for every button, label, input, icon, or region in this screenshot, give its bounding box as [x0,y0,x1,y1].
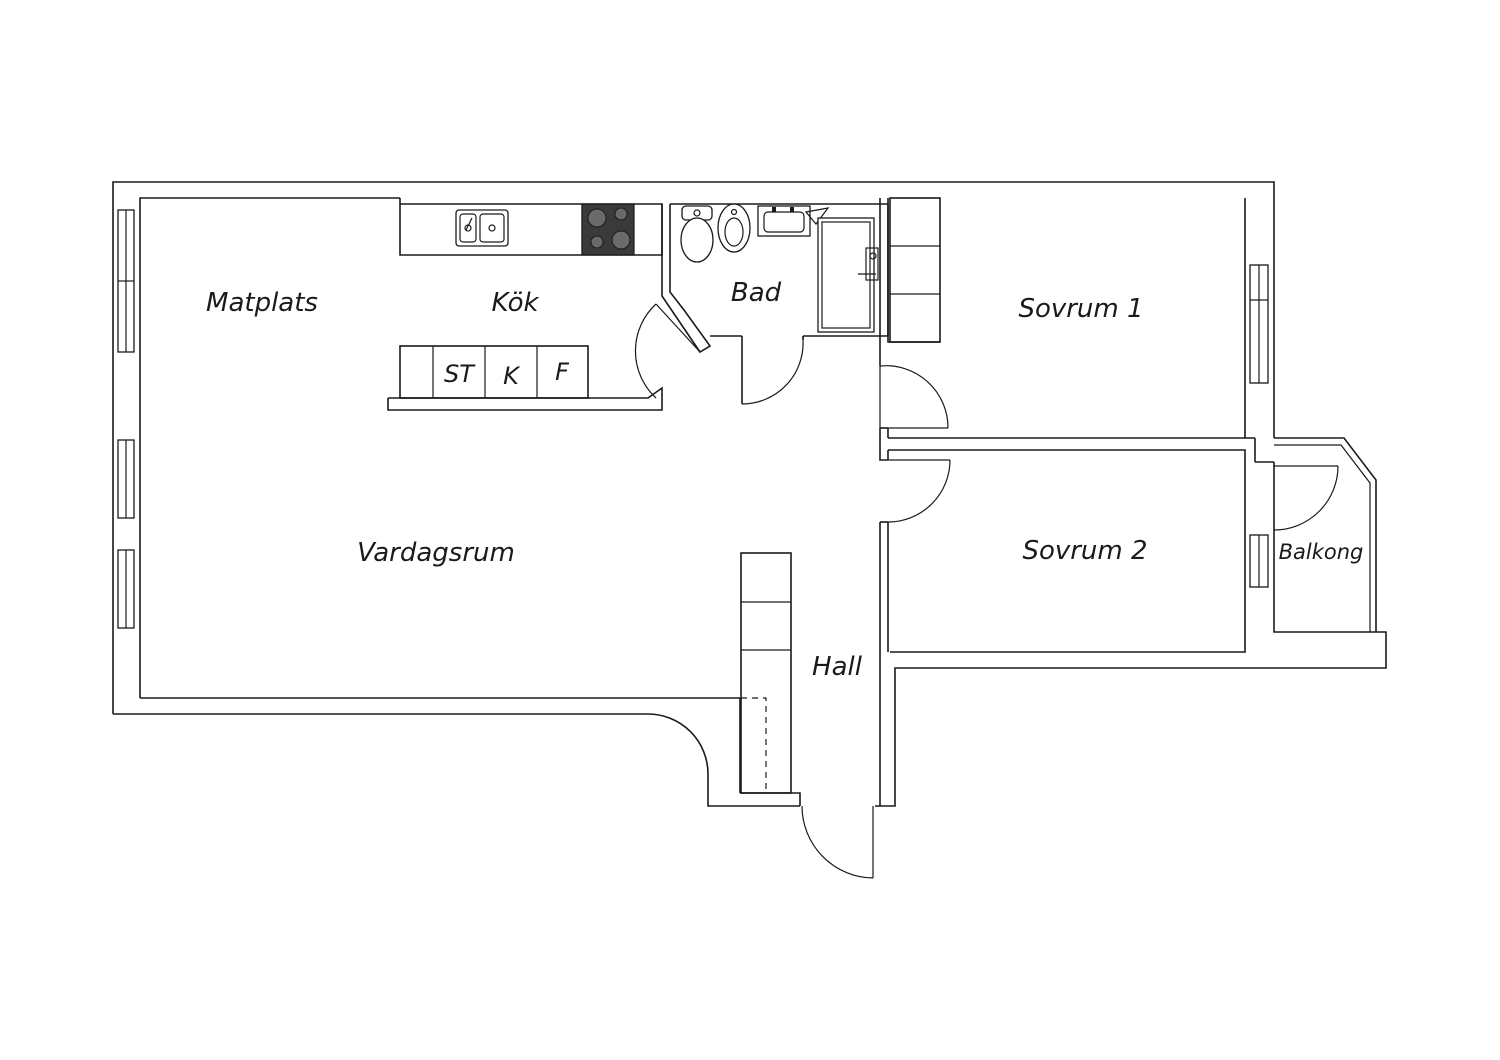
window-icon [117,439,135,519]
doors [634,303,1339,879]
door-swing-icon [879,365,949,429]
door-swing-icon [1273,465,1339,531]
window-icon [1249,534,1269,588]
kitchen-counter [399,198,663,256]
door-swing-icon [634,303,701,399]
outer-walls [112,181,1387,807]
bidet-icon [717,203,751,253]
sink-icon [455,209,509,247]
room-label-vardagsrum: Vardagsrum [357,538,515,568]
room-label-sovrum1: Sovrum 1 [1018,294,1143,324]
room-label-sovrum2: Sovrum 2 [1022,536,1147,566]
room-label-bad: Bad [731,278,782,308]
door-swing-icon [801,805,874,879]
window-icon [117,209,135,353]
room-label-kok: Kök [491,288,539,318]
room-label-balkong: Balkong [1279,540,1364,564]
wardrobe-hall [740,552,792,794]
interior-walls [739,198,1246,806]
washbasin-icon [757,205,830,237]
fridge-label: F [555,358,570,386]
stove-label: ST [444,360,476,388]
door-swing-icon [741,336,804,405]
shower-icon [817,217,879,333]
window-icon [117,549,135,629]
windows [117,209,1269,629]
room-labels: Matplats Kök Bad Sovrum 1 Sovrum 2 Varda… [206,278,1363,682]
window-icon [1249,264,1269,384]
door-swing-icon [887,459,951,523]
kitchen-appliances: ST K F [387,345,663,411]
stove-icon [581,203,635,256]
room-label-matplats: Matplats [206,288,318,318]
toilet-icon [680,205,714,263]
balcony [1274,437,1377,632]
wardrobe-sovrum1 [889,197,941,343]
room-label-hall: Hall [812,652,863,682]
dishwasher-label: K [503,362,521,390]
